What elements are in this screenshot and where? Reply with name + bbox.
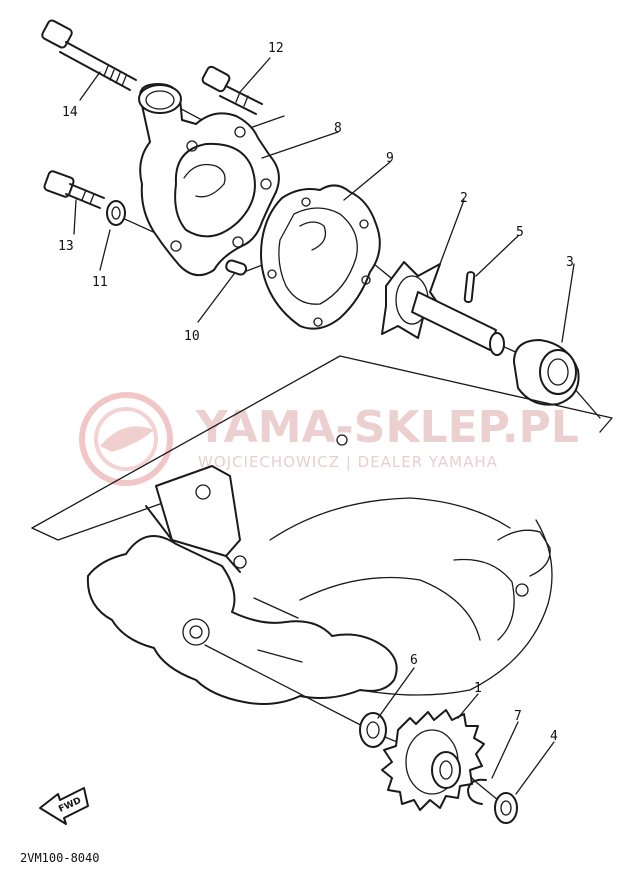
callout-13: 13 bbox=[58, 239, 74, 254]
dowel-pin-10 bbox=[225, 259, 248, 276]
washer-11 bbox=[106, 200, 126, 226]
bolt-12 bbox=[201, 65, 263, 115]
washer-6 bbox=[359, 712, 387, 748]
callout-4: 4 bbox=[550, 729, 558, 744]
pump-cover-8 bbox=[138, 83, 280, 277]
watermark-logo bbox=[79, 392, 173, 486]
diagram-code: 2VM100-8040 bbox=[20, 851, 99, 865]
callout-7: 7 bbox=[514, 709, 522, 724]
crankcase-cover bbox=[31, 355, 613, 705]
leader-lines bbox=[73, 57, 575, 795]
callout-8: 8 bbox=[334, 121, 342, 136]
callout-2: 2 bbox=[460, 191, 468, 206]
callout-12: 12 bbox=[268, 41, 284, 56]
watermark: YAMA-SKLEP.PL WOJCIECHOWICZ | DEALER YAM… bbox=[79, 392, 579, 486]
circlip-7 bbox=[467, 778, 487, 805]
washer-4 bbox=[494, 792, 518, 824]
gasket-9 bbox=[260, 184, 381, 330]
pin-5 bbox=[463, 271, 476, 304]
callout-10: 10 bbox=[184, 329, 200, 344]
callout-5: 5 bbox=[516, 225, 524, 240]
callout-9: 9 bbox=[386, 151, 394, 166]
watermark-subtitle: WOJCIECHOWICZ | DEALER YAMAHA bbox=[198, 453, 498, 471]
watermark-title: YAMA-SKLEP.PL bbox=[195, 402, 579, 453]
impeller-shaft-2 bbox=[381, 261, 505, 356]
bearing-3 bbox=[513, 339, 580, 406]
callout-3: 3 bbox=[566, 255, 574, 270]
callout-1: 1 bbox=[474, 681, 482, 696]
bolt-14 bbox=[41, 19, 137, 91]
fwd-arrow: FWD bbox=[39, 787, 89, 825]
bolt-13 bbox=[43, 170, 105, 209]
gear-1 bbox=[381, 709, 485, 811]
callout-11: 11 bbox=[92, 275, 108, 290]
callout-6: 6 bbox=[410, 653, 418, 668]
callout-14: 14 bbox=[62, 105, 78, 120]
callout-labels: 12 14 8 9 2 5 3 13 11 10 6 1 7 4 bbox=[58, 41, 574, 744]
